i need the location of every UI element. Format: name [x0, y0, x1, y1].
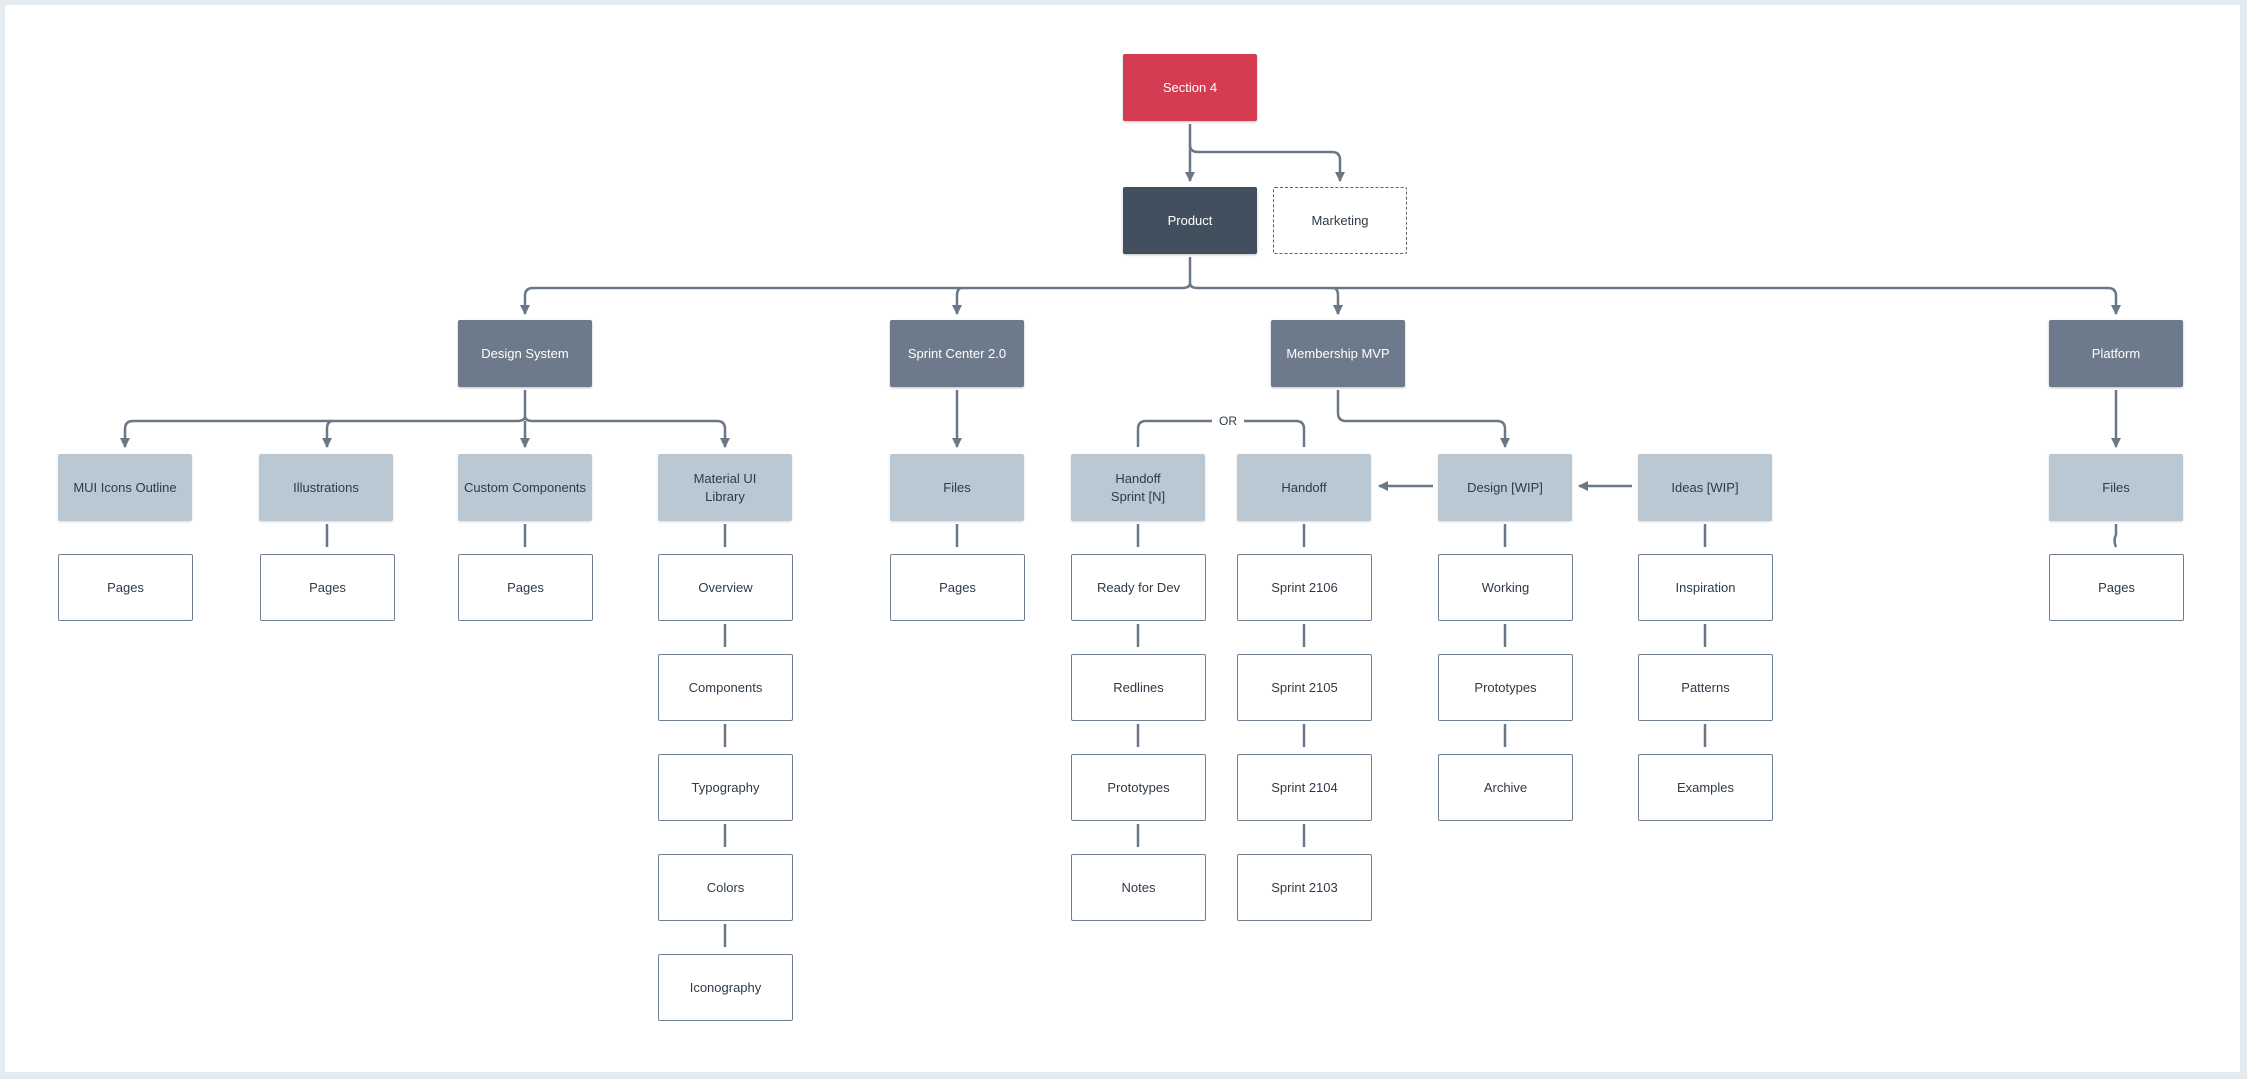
leaf-archive[interactable]: Archive — [1438, 754, 1573, 821]
custom-components-node[interactable]: Custom Components — [458, 454, 592, 521]
handoff-sprint-node[interactable]: Handoff Sprint [N] — [1071, 454, 1205, 521]
leaf-links — [325, 524, 2118, 947]
leaf-patterns[interactable]: Patterns — [1638, 654, 1773, 721]
leaf-examples[interactable]: Examples — [1638, 754, 1773, 821]
leaf-overview[interactable]: Overview — [658, 554, 793, 621]
platform-node[interactable]: Platform — [2049, 320, 2183, 387]
connector-design-system-children — [123, 390, 727, 447]
mui-icons-node[interactable]: MUI Icons Outline — [58, 454, 192, 521]
leaf-sprint-2104[interactable]: Sprint 2104 — [1237, 754, 1372, 821]
section-4-node[interactable]: Section 4 — [1123, 54, 1257, 121]
product-node[interactable]: Product — [1123, 187, 1257, 254]
leaf-design-prototypes[interactable]: Prototypes — [1438, 654, 1573, 721]
design-system-node[interactable]: Design System — [458, 320, 592, 387]
connector-membership-design — [1336, 390, 1510, 448]
leaf-sprint-pages[interactable]: Pages — [890, 554, 1025, 621]
material-ui-node[interactable]: Material UI Library — [658, 454, 792, 521]
marketing-node[interactable]: Marketing — [1273, 187, 1407, 254]
leaf-working[interactable]: Working — [1438, 554, 1573, 621]
platform-files-node[interactable]: Files — [2049, 454, 2183, 521]
leaf-platform-pages[interactable]: Pages — [2049, 554, 2184, 621]
design-wip-node[interactable]: Design [WIP] — [1438, 454, 1572, 521]
illustrations-node[interactable]: Illustrations — [259, 454, 393, 521]
or-label: OR — [1212, 412, 1244, 430]
leaf-notes[interactable]: Notes — [1071, 854, 1206, 921]
leaf-sprint-2105[interactable]: Sprint 2105 — [1237, 654, 1372, 721]
connector-section-marketing — [1188, 144, 1345, 182]
leaf-custom-pages[interactable]: Pages — [458, 554, 593, 621]
leaf-handoff-prototypes[interactable]: Prototypes — [1071, 754, 1206, 821]
connector-layer — [120, 124, 2121, 947]
handoff-node[interactable]: Handoff — [1237, 454, 1371, 521]
leaf-sprint-2106[interactable]: Sprint 2106 — [1237, 554, 1372, 621]
sprint-files-node[interactable]: Files — [890, 454, 1024, 521]
connector-product-groups — [523, 257, 2118, 314]
ideas-wip-node[interactable]: Ideas [WIP] — [1638, 454, 1772, 521]
leaf-ready-for-dev[interactable]: Ready for Dev — [1071, 554, 1206, 621]
leaf-redlines[interactable]: Redlines — [1071, 654, 1206, 721]
leaf-sprint-2103[interactable]: Sprint 2103 — [1237, 854, 1372, 921]
leaf-typography[interactable]: Typography — [658, 754, 793, 821]
leaf-colors[interactable]: Colors — [658, 854, 793, 921]
membership-mvp-node[interactable]: Membership MVP — [1271, 320, 1405, 387]
leaf-illustrations-pages[interactable]: Pages — [260, 554, 395, 621]
leaf-components[interactable]: Components — [658, 654, 793, 721]
diagram-canvas: Section 4 Product Marketing Design Syste… — [5, 5, 2240, 1072]
sprint-center-node[interactable]: Sprint Center 2.0 — [890, 320, 1024, 387]
leaf-iconography[interactable]: Iconography — [658, 954, 793, 1021]
leaf-mui-pages[interactable]: Pages — [58, 554, 193, 621]
leaf-inspiration[interactable]: Inspiration — [1638, 554, 1773, 621]
